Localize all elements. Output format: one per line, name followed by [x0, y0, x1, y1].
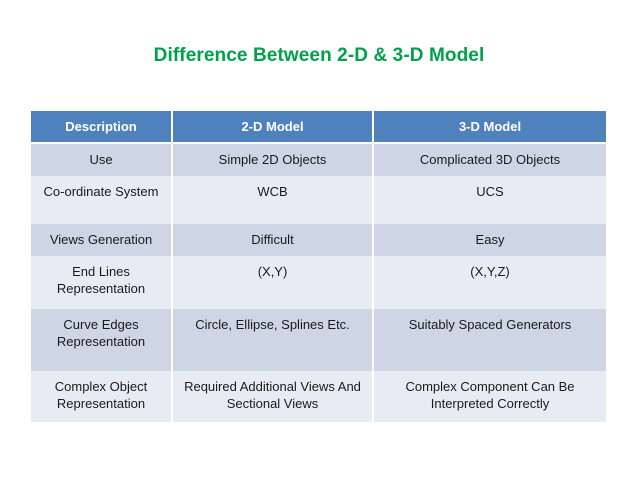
comparison-table: Description 2-D Model 3-D Model Use Simp… [31, 111, 606, 422]
column-header-2d-model: 2-D Model [172, 111, 374, 144]
cell-2d-model: Difficult [172, 223, 374, 256]
cell-3d-model: (X,Y,Z) [373, 255, 606, 309]
column-header-3d-model: 3-D Model [373, 111, 606, 144]
table-header-row: Description 2-D Model 3-D Model [31, 111, 606, 144]
table-row: Use Simple 2D Objects Complicated 3D Obj… [31, 143, 606, 176]
column-header-description: Description [31, 111, 173, 144]
cell-2d-model: Simple 2D Objects [172, 143, 374, 176]
cell-2d-model: (X,Y) [172, 255, 374, 309]
cell-description: End Lines Representation [31, 255, 173, 309]
cell-3d-model: Suitably Spaced Generators [373, 308, 606, 371]
cell-description: Complex Object Representation [31, 370, 173, 422]
cell-description: Views Generation [31, 223, 173, 256]
cell-2d-model: WCB [172, 175, 374, 224]
cell-2d-model: Circle, Ellipse, Splines Etc. [172, 308, 374, 371]
cell-3d-model: Complex Component Can Be Interpreted Cor… [373, 370, 606, 422]
cell-3d-model: Complicated 3D Objects [373, 143, 606, 176]
cell-2d-model: Required Additional Views And Sectional … [172, 370, 374, 422]
cell-description: Co-ordinate System [31, 175, 173, 224]
table-row: Co-ordinate System WCB UCS [31, 175, 606, 224]
table-row: Views Generation Difficult Easy [31, 223, 606, 256]
table-row: Curve Edges Representation Circle, Ellip… [31, 308, 606, 371]
page-title: Difference Between 2-D & 3-D Model [153, 45, 485, 66]
cell-3d-model: Easy [373, 223, 606, 256]
table-row: End Lines Representation (X,Y) (X,Y,Z) [31, 255, 606, 309]
table-body: Use Simple 2D Objects Complicated 3D Obj… [31, 143, 606, 422]
table-header: Description 2-D Model 3-D Model [31, 111, 606, 144]
cell-3d-model: UCS [373, 175, 606, 224]
table-row: Complex Object Representation Required A… [31, 370, 606, 422]
cell-description: Use [31, 143, 173, 176]
cell-description: Curve Edges Representation [31, 308, 173, 371]
